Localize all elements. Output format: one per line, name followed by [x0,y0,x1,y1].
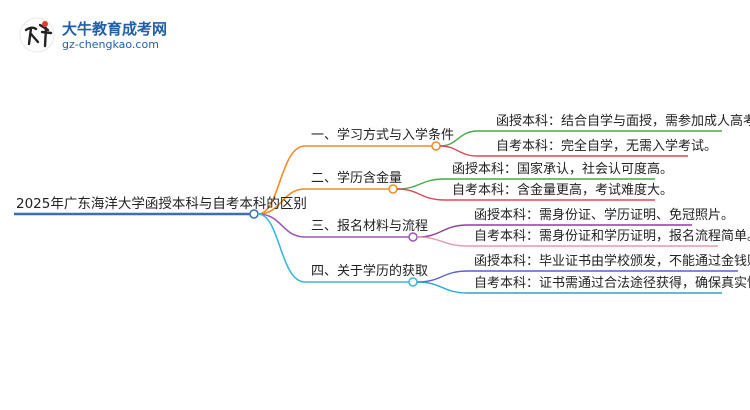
branch-1-child-1[interactable]: 函授本科：结合自学与面授，需参加成人高考。 [496,114,750,129]
branch-3-link [257,213,409,238]
branch-2-child-2-link [396,188,655,201]
branch-4-child-1-link [416,270,738,283]
branch-3-child-1[interactable]: 函授本科：需身份证、学历证明、免冠照片。 [474,208,735,223]
branch-3-child-2[interactable]: 自考本科：需身份证和学历证明，报名流程简单。 [474,229,750,244]
brand-name: 大牛教育成考网 [62,20,168,38]
branch-1-child-1-link [439,130,722,147]
branch-2-child-1[interactable]: 函授本科：国家承认，社会认可度高。 [452,162,674,177]
logo-mark-icon [19,17,55,53]
branch-4-link [257,213,409,283]
branch-3-child-2-link [416,236,718,247]
branch-1-child-2[interactable]: 自考本科：完全自学，无需入学考试。 [496,139,718,154]
brand-url: gz-chengkao.com [62,38,159,51]
branch-2-label[interactable]: 二、学历含金量 [311,171,403,186]
branch-3-label[interactable]: 三、报名材料与流程 [311,219,429,234]
branch-4-child-2[interactable]: 自考本科：证书需通过合法途径获得，确保真实性。 [474,276,750,291]
branch-1-child-2-link [439,145,688,157]
brand-logo[interactable]: 大牛教育成考网 gz-chengkao.com [18,16,168,56]
branch-2-child-2[interactable]: 自考本科：含金量更高，考试难度大。 [452,183,674,198]
branch-3-child-1-link [416,224,692,238]
branch-4-child-1[interactable]: 函授本科：毕业证书由学校颁发，不能通过金钱购买。 [474,254,750,269]
branch-4-child-2-link [416,281,722,294]
branch-1-label[interactable]: 一、学习方式与入学条件 [311,128,455,143]
branch-1-link [257,145,432,215]
branch-4-label[interactable]: 四、关于学历的获取 [311,264,429,279]
branch-2-link [257,188,389,215]
root-topic[interactable]: 2025年广东海洋大学函授本科与自考本科的区别 [16,196,307,212]
